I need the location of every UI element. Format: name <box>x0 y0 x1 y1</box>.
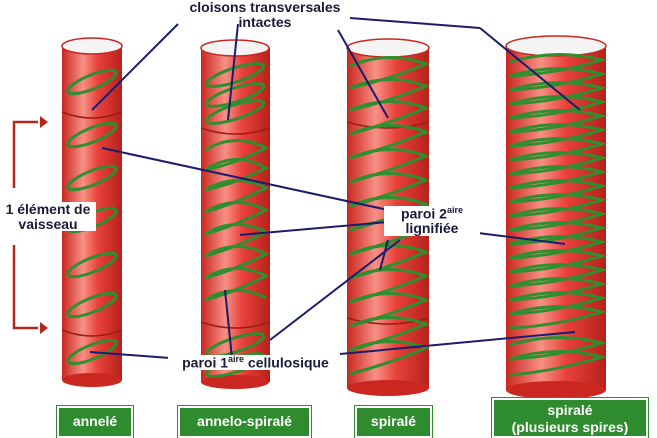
cross-wall <box>200 321 271 329</box>
label-paroi2-line2: lignifiée <box>405 220 459 237</box>
label-element-line2: vaisseau <box>18 215 78 232</box>
label-paroi1-suffix: cellulosique <box>244 354 329 371</box>
vessel-annelo-spirale <box>200 39 271 389</box>
box-spirale-plusieurs-line2: (plusieurs spires) <box>511 419 629 435</box>
lignin-spiral <box>509 53 608 330</box>
element-bracket-arrow <box>12 120 38 330</box>
box-annele: annelé <box>56 405 134 438</box>
lignin-spiral <box>204 138 270 302</box>
arrowhead <box>40 322 48 334</box>
lignin-ring <box>204 99 266 125</box>
label-cloisons-line1: cloisons transversales <box>189 0 341 15</box>
label-paroi-primaire: paroi 1aire cellulosique <box>168 354 343 371</box>
vessel-annele-bottom <box>62 373 122 387</box>
label-paroi2-prefix: paroi 2 <box>401 205 447 222</box>
box-spirale-plusieurs: spiralé (plusieurs spires) <box>491 397 649 438</box>
lignin-ring <box>204 332 266 358</box>
vessel-spirale-plusieurs-bottom <box>506 381 606 399</box>
arrowhead <box>40 116 48 128</box>
lignin-spiral <box>349 55 431 376</box>
cross-wall <box>200 127 271 135</box>
label-cloisons: cloisons transversales intactes <box>170 0 360 29</box>
label-paroi2-line1: paroi 2aire <box>384 205 480 222</box>
lignin-ring <box>66 68 118 96</box>
cross-wall <box>346 121 430 129</box>
box-spirale: spiralé <box>354 405 433 438</box>
lignin-ring <box>66 291 118 319</box>
box-annele-label: annelé <box>72 413 118 429</box>
label-paroi-secondaire: paroi 2aire lignifiée <box>384 205 480 237</box>
lignin-ring <box>204 82 266 108</box>
label-paroi1-sup: aire <box>228 354 245 364</box>
leader-lines <box>89 17 581 359</box>
lignin-ring <box>66 121 118 149</box>
label-paroi2-sup: aire <box>446 205 463 215</box>
cross-wall <box>61 111 123 119</box>
cross-wall <box>61 329 123 337</box>
box-spirale-label: spiralé <box>370 413 417 429</box>
vessel-spirale-top-opening <box>346 38 430 58</box>
label-cloisons-line2: intactes <box>238 13 292 30</box>
box-spirale-plusieurs-line1: spiralé <box>547 402 593 418</box>
lignin-ring <box>66 251 118 279</box>
vessel-annelo-spirale-bottom <box>201 375 269 389</box>
vessel-spirale-bottom <box>347 380 429 396</box>
label-element-line1: 1 élément de <box>5 201 91 217</box>
box-annelo-spirale: annelo-spiralé <box>177 405 312 438</box>
label-element-vaisseau: 1 élément de vaisseau <box>0 201 96 232</box>
vessel-spirale-plusieurs <box>505 35 608 399</box>
box-annelo-spirale-label: annelo-spiralé <box>197 413 292 429</box>
vessel-annele-top-opening <box>61 37 123 55</box>
lignin-ring <box>66 164 118 192</box>
cross-wall <box>346 317 430 325</box>
lignin-ring <box>66 338 118 366</box>
lignin-spiral <box>509 336 608 377</box>
label-paroi1-prefix: paroi 1 <box>182 354 229 371</box>
